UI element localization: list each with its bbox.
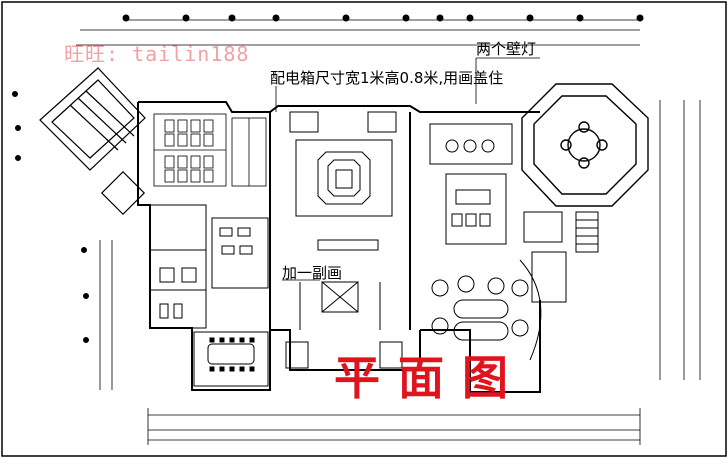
- note-electrical-box: 配电箱尺寸宽1米高0.8米,用画盖住: [270, 69, 504, 87]
- watermark-text: 旺旺: tailin188: [64, 42, 250, 66]
- meeting-room: [193, 331, 269, 387]
- left-dimension-lines: [99, 240, 113, 390]
- bottom-dimension-lines: [147, 408, 641, 445]
- right-lounge: [429, 123, 542, 361]
- plan-title: 平面图: [334, 351, 526, 405]
- office-desks: [153, 113, 267, 187]
- top-dimension-lines: [76, 19, 640, 46]
- left-entrance-wing: [39, 67, 146, 216]
- central-lobby: [285, 111, 403, 369]
- right-rooms: [523, 211, 599, 303]
- left-grid-markers: [12, 91, 89, 343]
- note-wall-lamps: 两个壁灯: [476, 40, 537, 58]
- left-rooms: [149, 204, 269, 329]
- note-add-painting: 加一副画: [282, 264, 343, 282]
- top-grid-markers: [122, 14, 644, 22]
- annotation-leaders: [275, 57, 540, 281]
- octagon-rotunda: [521, 83, 649, 207]
- right-dimension-lines: [659, 100, 701, 380]
